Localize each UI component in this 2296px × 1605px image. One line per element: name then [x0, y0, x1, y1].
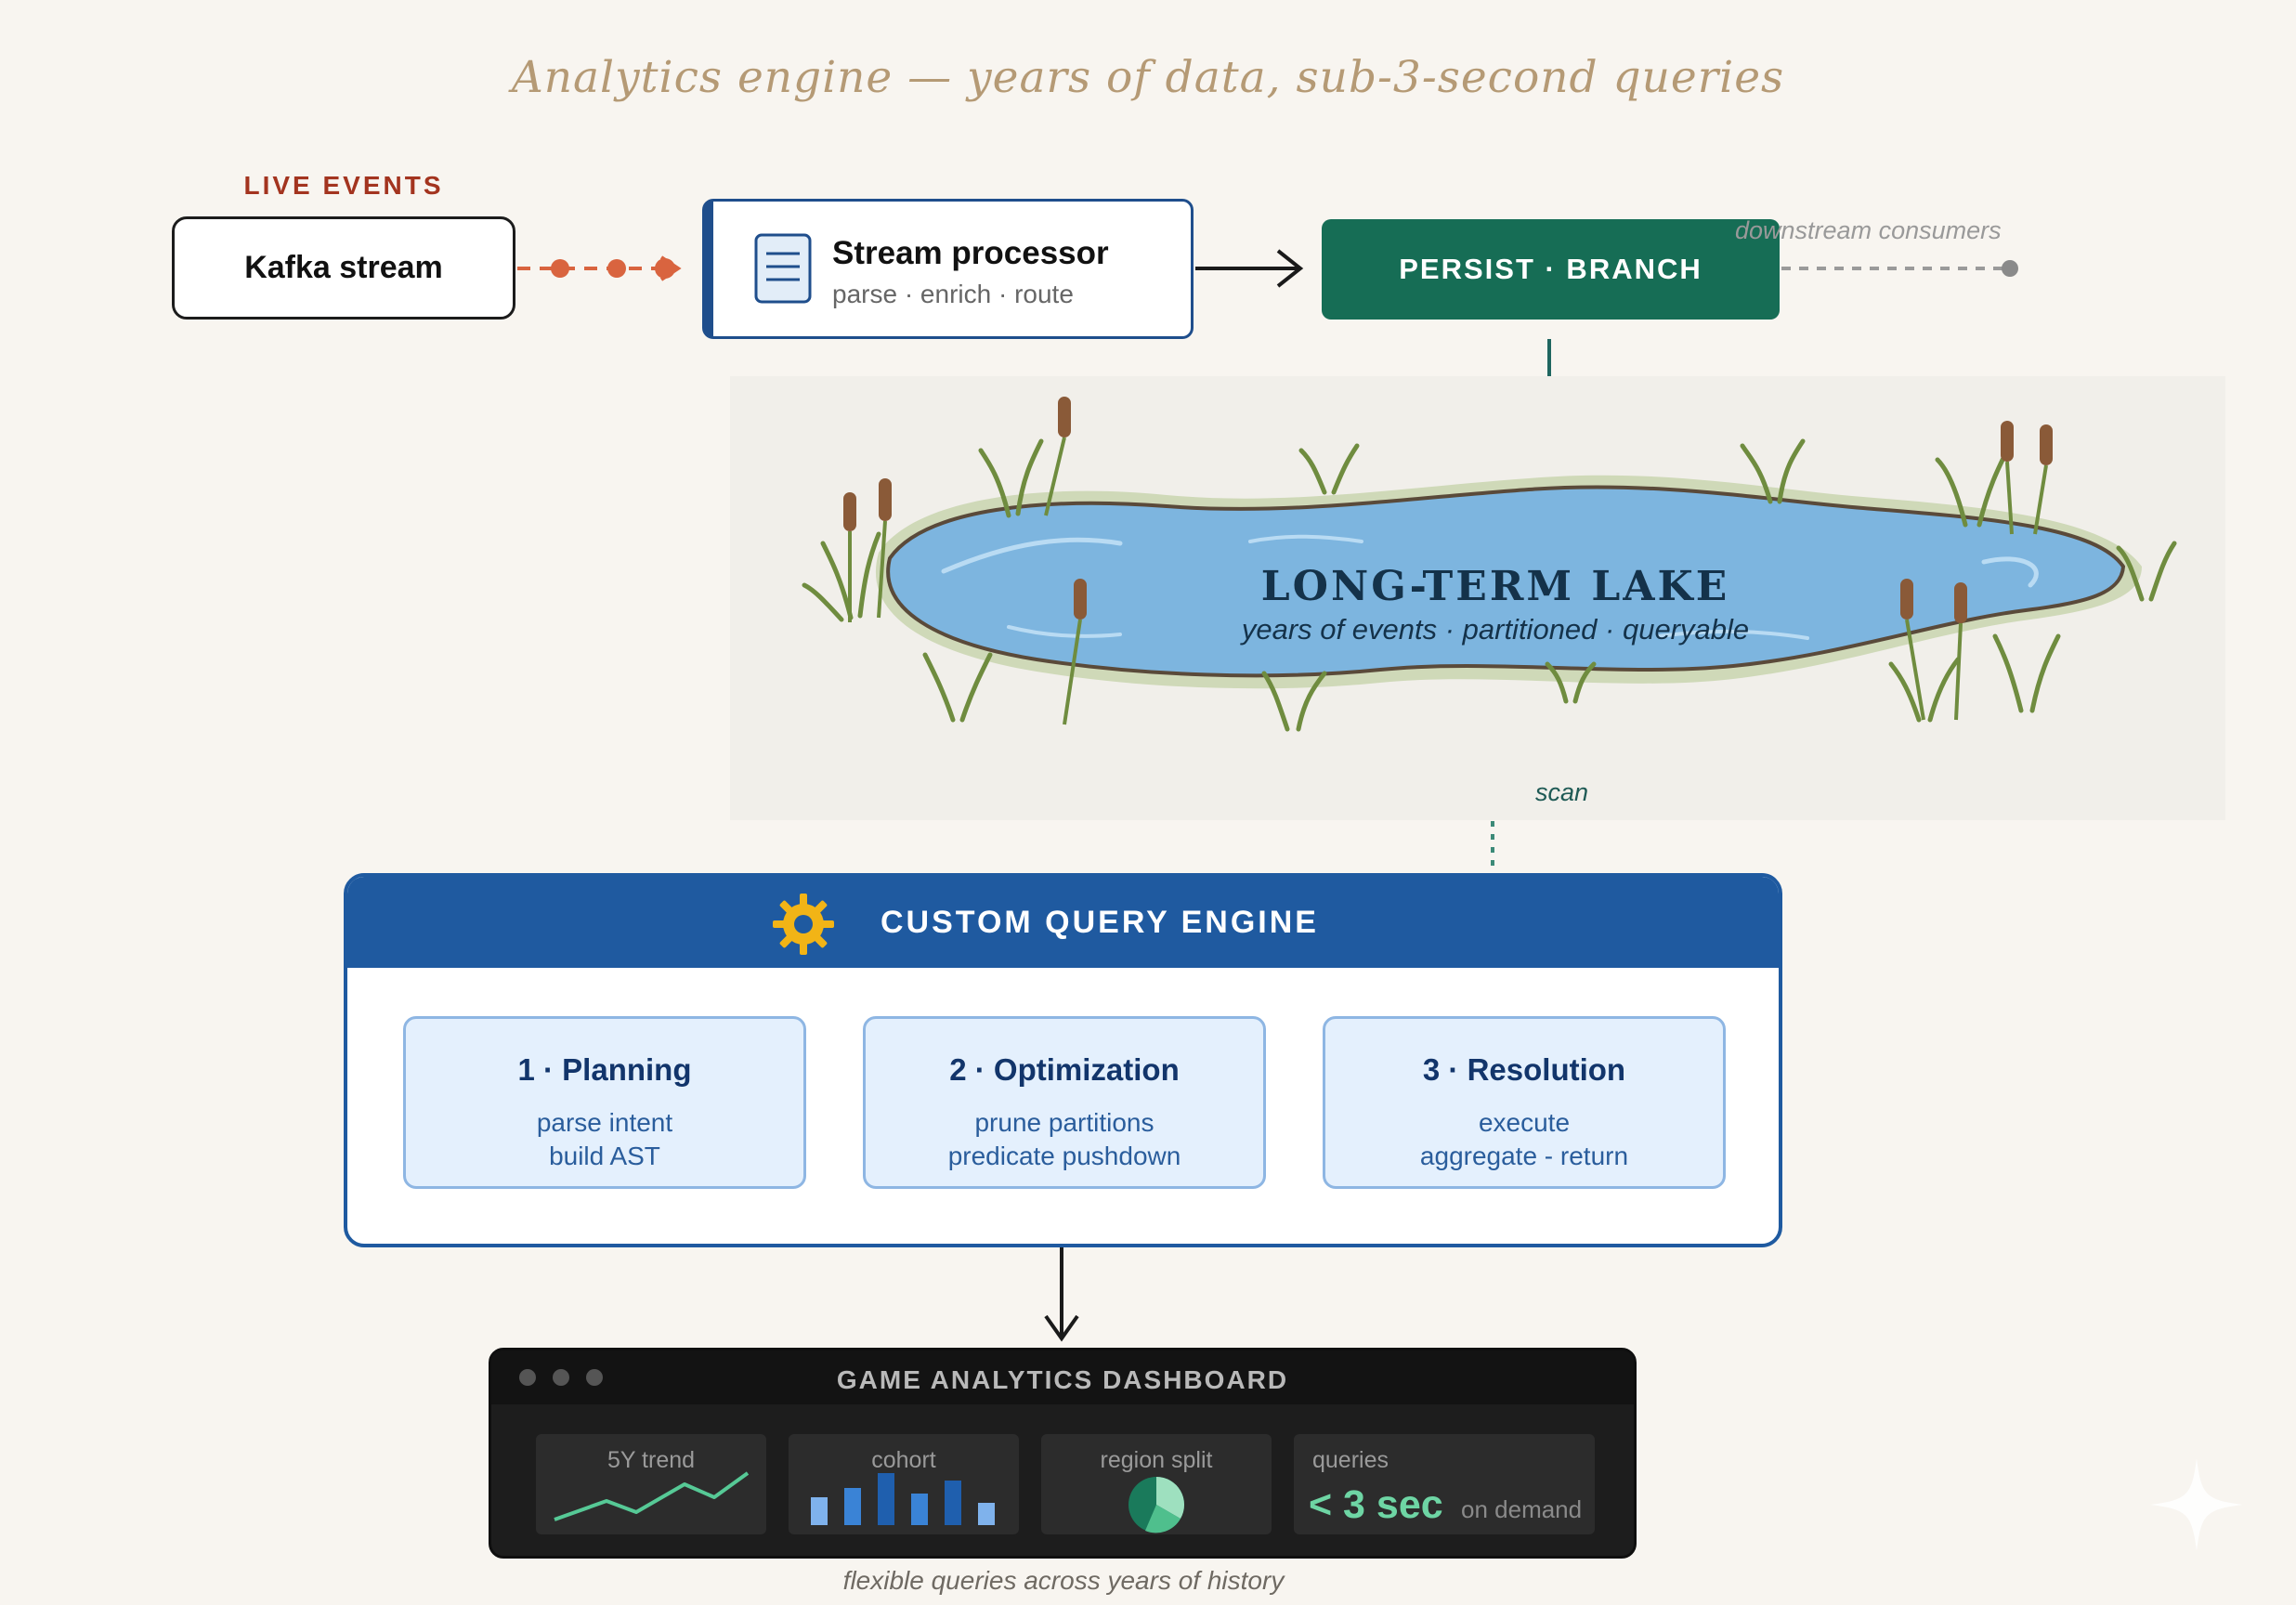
dashboard-titlebar: GAME ANALYTICS DASHBOARD [491, 1351, 1634, 1404]
stage-optimization[interactable]: 2 · Optimization prune partitions predic… [863, 1016, 1266, 1189]
stage-title: 1 · Planning [517, 1052, 692, 1087]
query-engine-header: CUSTOM QUERY ENGINE [347, 877, 1779, 968]
page-title: Analytics engine — years of data, sub-3-… [511, 52, 1785, 103]
lake-subtitle: years of events · partitioned · queryabl… [1241, 613, 1750, 646]
stage-detail: prune partitions [974, 1108, 1155, 1137]
stage-detail: build AST [549, 1142, 660, 1170]
persist-branch-node[interactable]: PERSIST · BRANCH [1322, 219, 1780, 320]
stage-planning[interactable]: 1 · Planning parse intent build AST [403, 1016, 806, 1189]
metric-note: on demand [1461, 1495, 1583, 1523]
gear-icon [773, 894, 834, 955]
engine-to-dashboard-arrow [1044, 1247, 1079, 1342]
tile-label: cohort [871, 1447, 936, 1473]
downstream-consumers-label: downstream consumers [1735, 216, 2002, 244]
window-dot-icon [553, 1369, 569, 1386]
tile-label: queries [1312, 1447, 1389, 1473]
stream-processor-node[interactable]: Stream processor parse · enrich · route [702, 199, 1194, 339]
stream-processor-subtitle: parse · enrich · route [832, 280, 1074, 308]
tile-label: 5Y trend [607, 1447, 696, 1473]
tile-label: region split [1100, 1447, 1213, 1473]
query-latency-metric: < 3 sec [1309, 1482, 1443, 1527]
stream-processor-title: Stream processor [832, 235, 1109, 271]
kafka-stream-node[interactable]: Kafka stream [172, 216, 515, 320]
cohort-bars-icon [811, 1473, 995, 1525]
dashboard-title: GAME ANALYTICS DASHBOARD [836, 1365, 1289, 1394]
cohort-tile[interactable]: cohort [789, 1434, 1019, 1534]
kafka-stream-label: Kafka stream [244, 250, 443, 285]
stage-detail: predicate pushdown [947, 1142, 1181, 1170]
downstream-arrow [1781, 260, 2018, 277]
stage-detail: parse intent [536, 1108, 673, 1137]
window-dot-icon [586, 1369, 603, 1386]
lake-title: LONG-TERM LAKE [1260, 563, 1730, 610]
queries-tile[interactable]: queries < 3 sec on demand [1294, 1434, 1595, 1534]
window-dot-icon [519, 1369, 536, 1386]
stage-detail: execute [1478, 1108, 1571, 1137]
stage-title: 3 · Resolution [1422, 1052, 1626, 1087]
kafka-to-processor-arrow [517, 255, 682, 281]
lake-illustration [730, 376, 2225, 820]
dashboard-caption: flexible queries across years of history [842, 1566, 1285, 1595]
live-events-label: LIVE EVENTS [243, 171, 444, 200]
stage-title: 2 · Optimization [949, 1052, 1180, 1087]
persist-branch-label: PERSIST · BRANCH [1399, 253, 1702, 285]
pie-chart-icon [1128, 1477, 1185, 1533]
query-engine-title: CUSTOM QUERY ENGINE [881, 905, 1319, 940]
query-engine-panel: CUSTOM QUERY ENGINE 1 · Planning parse i… [344, 873, 1782, 1247]
stage-resolution[interactable]: 3 · Resolution execute aggregate - retur… [1323, 1016, 1726, 1189]
trend-sparkline-icon [554, 1471, 750, 1521]
game-analytics-dashboard[interactable]: GAME ANALYTICS DASHBOARD 5Y trend cohort… [489, 1348, 1637, 1559]
processor-to-persist-arrow [1195, 249, 1304, 288]
region-split-tile[interactable]: region split [1041, 1434, 1272, 1534]
document-icon [754, 233, 812, 304]
stage-detail: aggregate - return [1419, 1142, 1629, 1170]
sparkle-icon [2150, 1458, 2243, 1551]
scan-label: scan [1535, 778, 1589, 806]
trend-tile[interactable]: 5Y trend [536, 1434, 766, 1534]
